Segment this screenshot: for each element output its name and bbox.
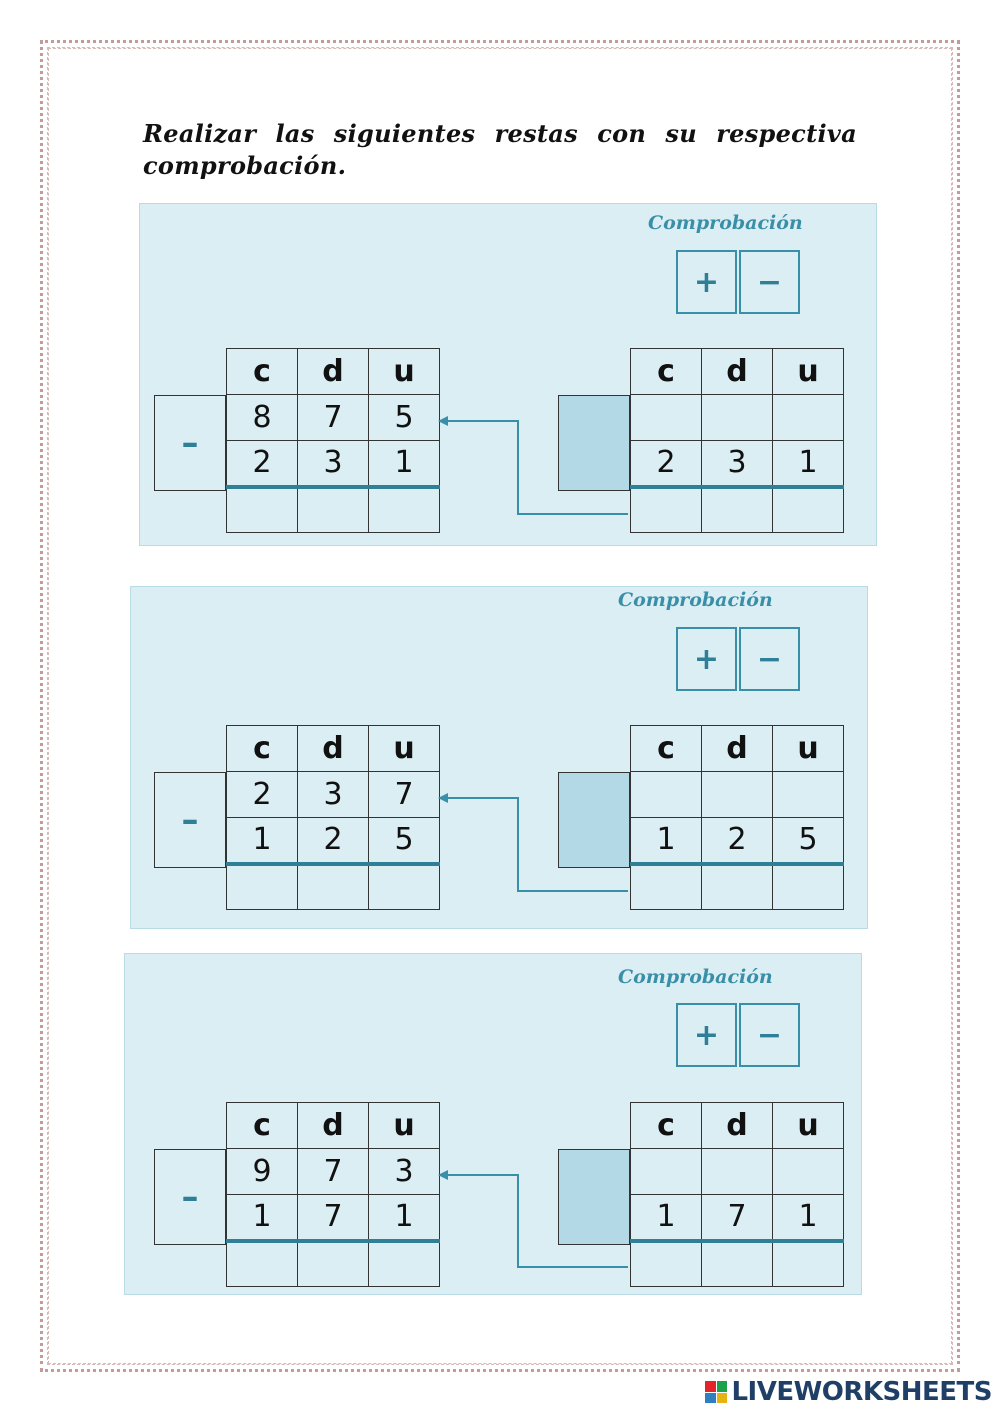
subtrahend-digit: 2 [226, 440, 298, 487]
check-input[interactable] [772, 771, 844, 818]
instruction-title: Realizar las siguientes restas con su re… [143, 119, 857, 180]
subtraction-grid-2: c d u 2 3 7 1 2 5 [226, 725, 440, 910]
minuend-digit: 2 [226, 771, 298, 818]
brand-footer: LIVEWORKSHEETS [705, 1377, 992, 1407]
header-centenas: c [226, 1102, 298, 1149]
minuend-digit: 3 [368, 1148, 440, 1195]
check-addend-digit: 1 [772, 1194, 844, 1241]
plus-option-button[interactable]: + [676, 627, 737, 691]
subtrahend-digit: 1 [368, 440, 440, 487]
minuend-digit: 7 [297, 394, 369, 441]
answer-input[interactable] [368, 484, 440, 533]
subtraction-grid-3: c d u 9 7 3 1 7 1 [226, 1102, 440, 1287]
comprobacion-label: Comprobación [618, 589, 773, 611]
header-unidades: u [772, 725, 844, 772]
minuend-digit: 7 [297, 1148, 369, 1195]
header-decenas: d [701, 725, 773, 772]
header-centenas: c [226, 725, 298, 772]
answer-input[interactable] [368, 861, 440, 910]
answer-input[interactable] [297, 1238, 369, 1287]
header-decenas: d [297, 725, 369, 772]
minus-option-button[interactable]: − [739, 627, 800, 691]
header-unidades: u [772, 348, 844, 395]
check-grid-1: c d u 2 3 1 [630, 348, 844, 533]
subtrahend-digit: 1 [368, 1194, 440, 1241]
minus-option-button[interactable]: − [739, 1003, 800, 1067]
check-addend-digit: 1 [630, 817, 702, 864]
comprobacion-label: Comprobación [618, 966, 773, 988]
subtraction-sign: – [154, 772, 226, 868]
subtraction-sign: – [154, 395, 226, 491]
header-unidades: u [368, 348, 440, 395]
check-result-input[interactable] [701, 1238, 773, 1287]
check-result-input[interactable] [772, 1238, 844, 1287]
plus-option-button[interactable]: + [676, 1003, 737, 1067]
subtrahend-digit: 1 [226, 817, 298, 864]
header-centenas: c [226, 348, 298, 395]
minus-option-button[interactable]: − [739, 250, 800, 314]
check-input[interactable] [701, 771, 773, 818]
plus-option-button[interactable]: + [676, 250, 737, 314]
check-result-input[interactable] [630, 1238, 702, 1287]
operator-drop-box[interactable] [558, 1149, 630, 1245]
answer-input[interactable] [297, 484, 369, 533]
check-addend-digit: 2 [701, 817, 773, 864]
minuend-digit: 9 [226, 1148, 298, 1195]
check-result-input[interactable] [772, 861, 844, 910]
minuend-digit: 8 [226, 394, 298, 441]
check-result-input[interactable] [701, 484, 773, 533]
check-grid-3: c d u 1 7 1 [630, 1102, 844, 1287]
check-grid-2: c d u 1 2 5 [630, 725, 844, 910]
check-addend-digit: 5 [772, 817, 844, 864]
page-border-inner [48, 48, 952, 1364]
answer-input[interactable] [368, 1238, 440, 1287]
header-decenas: d [701, 1102, 773, 1149]
header-decenas: d [297, 1102, 369, 1149]
check-result-input[interactable] [772, 484, 844, 533]
minuend-digit: 3 [297, 771, 369, 818]
header-unidades: u [368, 725, 440, 772]
check-input[interactable] [630, 771, 702, 818]
answer-input[interactable] [297, 861, 369, 910]
check-addend-digit: 3 [701, 440, 773, 487]
check-addend-digit: 7 [701, 1194, 773, 1241]
check-result-input[interactable] [701, 861, 773, 910]
check-addend-digit: 2 [630, 440, 702, 487]
subtraction-grid-1: c d u 8 7 5 2 3 1 [226, 348, 440, 533]
check-addend-digit: 1 [772, 440, 844, 487]
answer-input[interactable] [226, 484, 298, 533]
subtrahend-digit: 3 [297, 440, 369, 487]
header-centenas: c [630, 725, 702, 772]
check-input[interactable] [630, 1148, 702, 1195]
brand-name: LIVEWORKSHEETS [731, 1377, 992, 1407]
check-input[interactable] [772, 394, 844, 441]
comprobacion-label: Comprobación [648, 212, 803, 234]
subtraction-sign: – [154, 1149, 226, 1245]
header-unidades: u [772, 1102, 844, 1149]
check-input[interactable] [772, 1148, 844, 1195]
liveworksheets-logo-icon [705, 1381, 728, 1403]
minuend-digit: 5 [368, 394, 440, 441]
header-decenas: d [701, 348, 773, 395]
operator-drop-box[interactable] [558, 772, 630, 868]
subtrahend-digit: 5 [368, 817, 440, 864]
page-border [40, 40, 960, 1372]
operator-drop-box[interactable] [558, 395, 630, 491]
header-unidades: u [368, 1102, 440, 1149]
